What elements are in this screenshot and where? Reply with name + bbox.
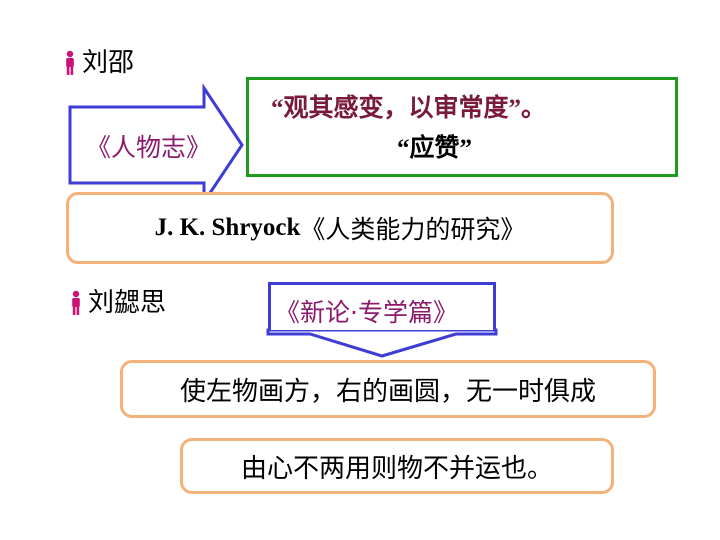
person-figure-icon bbox=[72, 290, 80, 315]
line1-box: 使左物画方，右的画圆，无一时俱成 bbox=[120, 360, 656, 418]
renwuzhi-label: 《人物志》 bbox=[86, 133, 212, 162]
shryock-author: J. K. Shryock bbox=[154, 214, 301, 241]
shryock-box: J. K. Shryock 《人类能力的研究》 bbox=[66, 192, 614, 264]
shryock-title: 《人类能力的研究》 bbox=[300, 215, 526, 244]
renwuzhi-quote-sub: “应赞” bbox=[397, 135, 473, 162]
right-arrow-shape bbox=[68, 83, 244, 207]
bullet-liushao: 刘邵 bbox=[64, 50, 134, 76]
bullet-liushao-text: 刘邵 bbox=[82, 48, 135, 78]
renwuzhi-quote-box: “观其感变，以审常度”。 “应赞” bbox=[246, 77, 678, 177]
bullet-liuxie-text: 刘勰思 bbox=[88, 288, 167, 318]
line1-text: 使左物画方，右的画圆，无一时俱成 bbox=[179, 376, 596, 407]
renwuzhi-quote-main: “观其感变，以审常度”。 bbox=[271, 95, 547, 122]
person-figure-icon bbox=[66, 50, 74, 75]
xinlun-box: 《新论·专学篇》 bbox=[268, 282, 496, 330]
line2-text: 由心不两用则物不并运也。 bbox=[240, 453, 553, 484]
xinlun-label: 《新论·专学篇》 bbox=[275, 298, 458, 327]
down-arrow-shape bbox=[266, 328, 498, 358]
bullet-liuxie: 刘勰思 bbox=[70, 290, 166, 316]
line2-box: 由心不两用则物不并运也。 bbox=[180, 438, 614, 494]
